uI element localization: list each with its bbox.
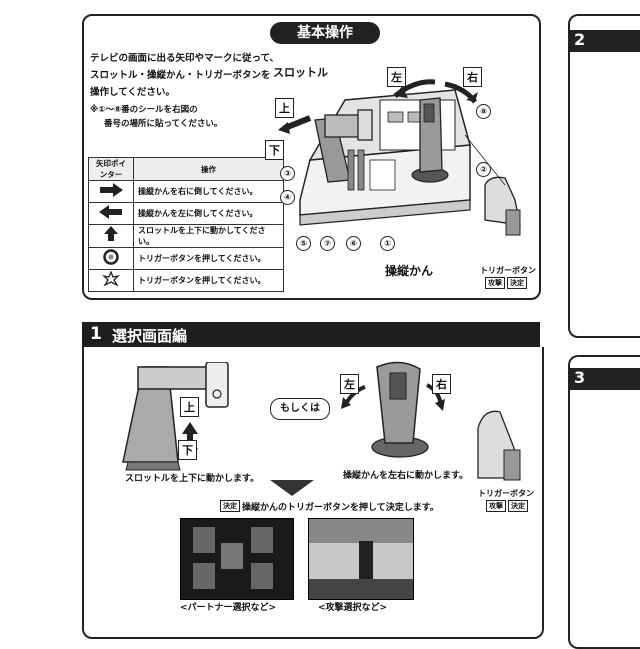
num-4: ④ (280, 190, 295, 205)
ring-target-icon (103, 248, 119, 265)
trigger-illustration (477, 410, 521, 481)
num-6: ⑥ (346, 236, 361, 251)
screen1-caption: <パートナー選択など> (180, 603, 277, 613)
trigger-label: トリガーボタン (480, 266, 536, 275)
screen2-caption: <攻撃選択など> (318, 603, 388, 613)
table-header-operation: 操作 (133, 157, 284, 181)
section-title: 選択画面編 (112, 327, 188, 345)
left-arrow-icon (99, 204, 122, 219)
stick-caption: 操縦かんを左右に動かします。 (343, 471, 469, 481)
stick-illustration (341, 361, 445, 458)
table-row: スロットルを上下に動かしてください。 (88, 224, 284, 248)
left-tag: 左 (387, 67, 406, 87)
table-row: トリガーボタンを押してください。 (88, 247, 284, 270)
attack-select-screen (308, 518, 414, 600)
trigger-label-2: トリガーボタン (478, 489, 534, 498)
num-5: ⑤ (296, 236, 311, 251)
down-tag: 下 (265, 140, 284, 160)
decide-button-label-2: 決定 (508, 500, 528, 512)
throttle-caption: スロットルを上下に動かします。 (125, 474, 260, 484)
table-row: 操縦かんを左に倒してください。 (88, 202, 284, 225)
or-label: もしくは (270, 398, 330, 420)
section-number: 1 (90, 324, 102, 344)
sticker-note: ※①〜⑧番のシールを右図の 番号の場所に貼ってください。 (90, 105, 223, 129)
up-arrow-icon (104, 226, 118, 241)
next-panel-b (568, 355, 640, 649)
throttle-label: スロットル (273, 66, 328, 79)
right-arrow-icon (100, 182, 123, 197)
operation-table: 矢印ポインター操作 操縦かんを右に倒してください。 操縦かんを左に倒してください… (88, 157, 284, 292)
up-tag: 上 (275, 98, 294, 118)
num-7: ⑦ (320, 236, 335, 251)
next-panel-a-header: 2 (568, 30, 640, 52)
next-panel-a (568, 14, 640, 338)
down-triangle-icon (270, 480, 314, 496)
down-tag-2: 下 (178, 440, 197, 460)
up-tag-2: 上 (180, 397, 199, 417)
table-row: トリガーボタンを押してください。 (88, 269, 284, 292)
right-tag-2: 右 (432, 374, 451, 394)
intro-text: テレビの画面に出る矢印やマークに従って、 スロットル・操縦かん・トリガーボタンを… (90, 53, 280, 98)
partner-select-screen (180, 518, 294, 600)
table-header-pointer: 矢印ポインター (88, 157, 134, 181)
attack-button-label: 攻撃 (485, 277, 505, 289)
table-row: 操縦かんを右に倒してください。 (88, 180, 284, 203)
right-tag: 右 (463, 67, 482, 87)
decide-inline-label: 決定 (220, 500, 240, 512)
basic-operation-title: 基本操作 (270, 22, 380, 44)
decide-button-label: 決定 (507, 277, 527, 289)
next-panel-b-header: 3 (568, 368, 640, 390)
left-tag-2: 左 (340, 374, 359, 394)
controller-illustration (278, 79, 521, 236)
decide-caption: 操縦かんのトリガーボタンを押して決定します。 (242, 503, 439, 513)
num-8: ⑧ (476, 104, 491, 119)
num-2: ② (476, 162, 491, 177)
num-3: ③ (280, 166, 295, 181)
num-1: ① (380, 236, 395, 251)
stick-label: 操縦かん (385, 264, 434, 278)
section-1-header: 1 選択画面編 (82, 322, 540, 348)
burst-target-icon (102, 269, 120, 287)
attack-button-label-2: 攻撃 (486, 500, 506, 512)
